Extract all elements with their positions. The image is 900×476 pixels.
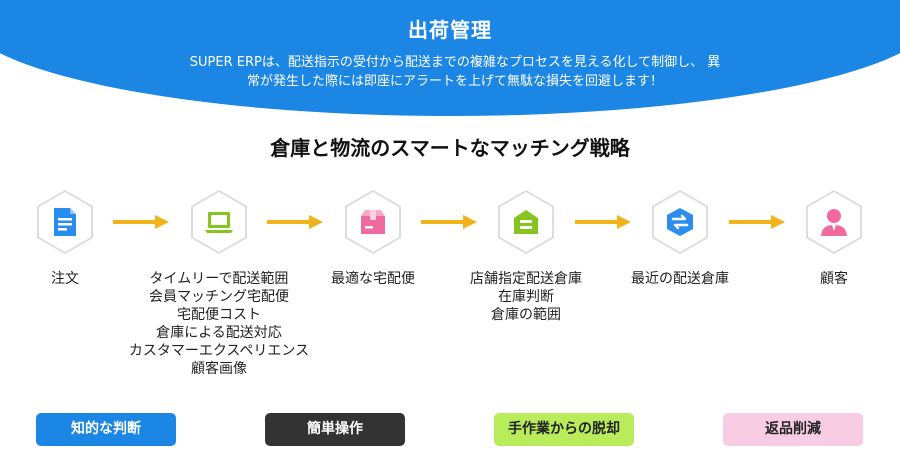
- step-customer: [806, 190, 862, 254]
- transfer-icon: [667, 208, 693, 236]
- badge-smart-judgment: 知的な判断: [36, 413, 176, 446]
- header-description: SUPER ERPは、配送指示の受付から配送までの複雑なプロセスを見える化して制…: [130, 53, 780, 91]
- step-label-courier: 最適な宅配便: [331, 271, 415, 287]
- step-label-order: 注文: [51, 271, 79, 287]
- arrow-icon: [729, 215, 785, 229]
- step-nearest-warehouse: [652, 190, 708, 254]
- laptop-icon: [205, 212, 233, 233]
- badge-no-manual-work: 手作業からの脱却: [494, 413, 634, 446]
- customer-icon: [821, 209, 847, 236]
- arrow-icon: [113, 215, 169, 229]
- step-matching: [191, 190, 247, 254]
- step-label-nearest-warehouse: 最近の配送倉庫: [631, 271, 729, 287]
- step-warehouse: [498, 190, 554, 254]
- step-courier: [345, 190, 401, 254]
- warehouse-icon: [514, 210, 538, 234]
- description-line-2: 常が発生した際には即座にアラートを上げて無駄な損失を回避します！: [246, 74, 663, 89]
- description-line-1: SUPER ERPは、配送指示の受付から配送までの複雑なプロセスを見える化して制…: [189, 55, 721, 70]
- document-icon: [54, 208, 76, 236]
- arrow-icon: [421, 215, 477, 229]
- arrow-icon: [575, 215, 631, 229]
- badge-fewer-returns: 返品削減: [723, 413, 863, 446]
- step-label-matching: タイムリーで配送範囲 会員マッチング宅配便 宅配便コスト 倉庫による配送対応 カ…: [128, 271, 310, 377]
- step-label-warehouse: 店舗指定配送倉庫 在庫判断 倉庫の範囲: [470, 271, 582, 323]
- step-label-customer: 顧客: [820, 271, 848, 287]
- section-subtitle: 倉庫と物流のスマートなマッチング戦略: [270, 136, 630, 160]
- page-title: 出荷管理: [408, 18, 492, 42]
- arrow-icon: [267, 215, 323, 229]
- badge-easy-operation: 簡単操作: [265, 413, 405, 446]
- step-order: [37, 190, 93, 254]
- package-icon: [361, 210, 385, 234]
